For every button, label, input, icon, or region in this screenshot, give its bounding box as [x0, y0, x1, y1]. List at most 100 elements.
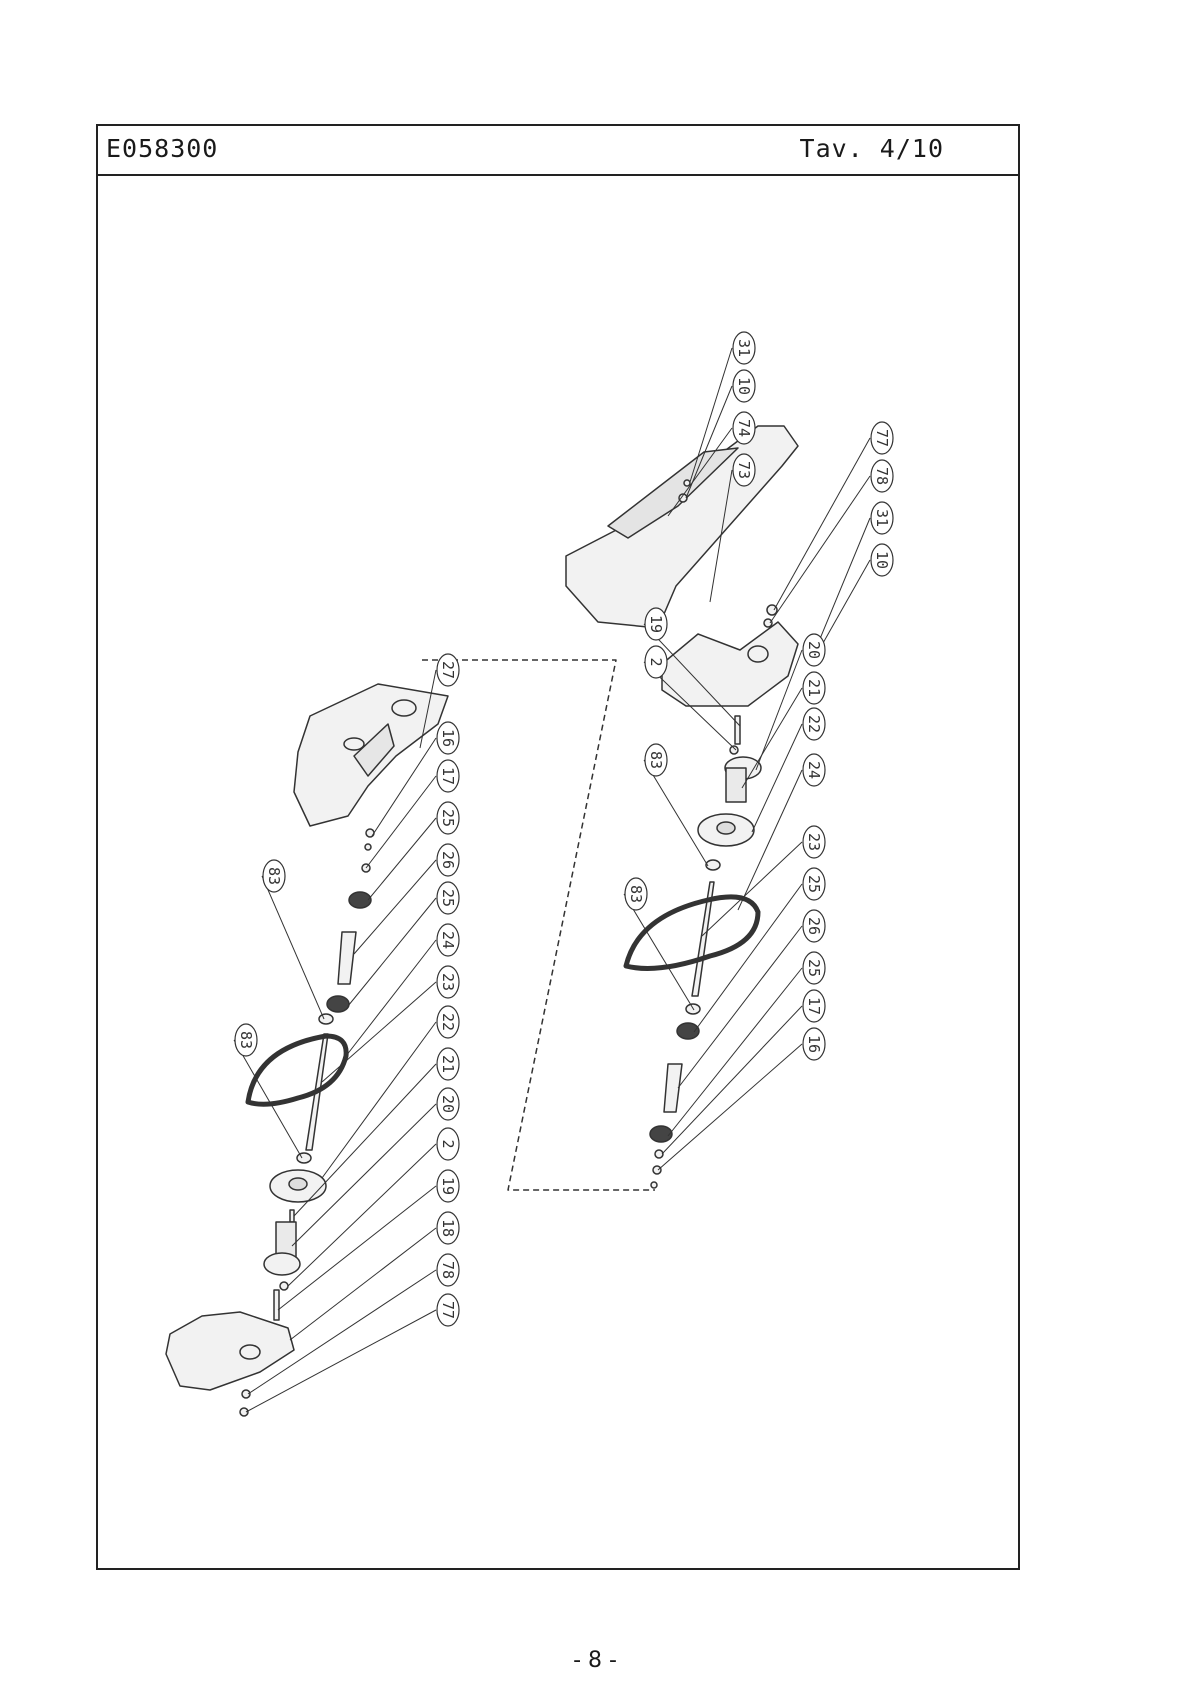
callout-circle: [436, 1127, 460, 1161]
callout-balloon: 21: [802, 671, 826, 705]
callout-circle: [802, 951, 826, 985]
callout-number: 17: [439, 767, 457, 785]
callout-number: 23: [805, 833, 823, 851]
lower-housing-part: [165, 1311, 295, 1391]
leader-line: [353, 859, 437, 955]
callout-balloon: 25: [802, 867, 826, 901]
bushing-body: [725, 767, 747, 803]
leader-line: [321, 1021, 437, 1179]
callout-circle: [802, 633, 826, 667]
callout-number: 26: [439, 851, 457, 869]
callout-circle: [802, 671, 826, 705]
bracket-hole: [343, 737, 365, 751]
leader-line: [737, 769, 803, 911]
callout-circle: [732, 411, 756, 445]
callout-balloon: 73: [732, 453, 756, 487]
callout-balloon: 19: [436, 1169, 460, 1203]
callout-circle: [802, 909, 826, 943]
callout-number: 26: [805, 917, 823, 935]
parts-svg: 3110747377783110192202122832423832526251…: [165, 331, 894, 1417]
washer-part: [678, 493, 688, 503]
callout-number: 25: [805, 875, 823, 893]
callout-circle: [436, 653, 460, 687]
callout-circle: [624, 877, 648, 911]
callout-balloon: 17: [802, 989, 826, 1023]
leader-line: [667, 427, 733, 517]
callout-balloon: 77: [870, 421, 894, 455]
leader-line: [755, 649, 803, 771]
housing-hole: [239, 1344, 261, 1360]
callout-balloon: 83: [234, 1023, 258, 1057]
callout-number: 83: [627, 885, 645, 903]
leader-line: [643, 759, 709, 867]
callout-circle: [802, 867, 826, 901]
leader-line: [233, 1039, 303, 1159]
leader-line: [677, 925, 803, 1089]
callout-circle: [802, 989, 826, 1023]
callout-number: 25: [805, 959, 823, 977]
callout-number: 2: [647, 657, 665, 666]
nut-part: [766, 604, 778, 616]
callout-number: 19: [647, 615, 665, 633]
bearing-part: [676, 1022, 700, 1040]
callout-balloon: 23: [436, 965, 460, 999]
callout-balloon: 20: [436, 1087, 460, 1121]
leader-line: [816, 517, 871, 647]
callout-balloon: 25: [436, 801, 460, 835]
callout-balloon: 78: [870, 459, 894, 493]
callout-balloon: 74: [732, 411, 756, 445]
callout-circle: [234, 1023, 258, 1057]
callout-number: 78: [873, 467, 891, 485]
leader-line: [345, 939, 437, 1057]
callout-number: 20: [439, 1095, 457, 1113]
callout-circle: [436, 759, 460, 793]
bearing-part: [649, 1125, 673, 1143]
callout-balloon: 77: [436, 1293, 460, 1327]
callout-circle: [802, 825, 826, 859]
callout-circle: [436, 1169, 460, 1203]
callout-circle: [732, 453, 756, 487]
callout-number: 77: [873, 429, 891, 447]
leader-line: [247, 1269, 437, 1395]
nut-part: [239, 1407, 249, 1417]
callout-number: 24: [439, 931, 457, 949]
callout-balloon: 21: [436, 1047, 460, 1081]
callout-number: 19: [439, 1177, 457, 1195]
callout-balloon: 10: [732, 369, 756, 403]
nut-part: [652, 1165, 662, 1175]
callout-circle: [436, 1087, 460, 1121]
washer-part: [241, 1389, 251, 1399]
callout-balloon: 83: [624, 877, 648, 911]
housing-hole: [747, 645, 769, 663]
callout-circle: [436, 801, 460, 835]
leader-line: [367, 817, 437, 901]
gear-housing-part: [661, 621, 799, 707]
leader-line: [643, 623, 741, 727]
callout-number: 22: [805, 715, 823, 733]
callout-circle: [436, 1005, 460, 1039]
callout-balloon: 2: [436, 1127, 460, 1161]
callout-balloon: 83: [262, 859, 286, 893]
guard-cover-slot: [607, 447, 739, 539]
callout-number: 83: [265, 867, 283, 885]
bearing-part: [348, 891, 372, 909]
callout-balloon: 19: [644, 607, 668, 641]
pin-part: [273, 1289, 280, 1321]
leader-line: [667, 967, 803, 1137]
callout-balloon: 22: [436, 1005, 460, 1039]
leader-line: [701, 841, 803, 937]
callout-number: 25: [439, 889, 457, 907]
callout-circle: [262, 859, 286, 893]
key-part: [729, 745, 739, 755]
leader-line: [365, 775, 437, 869]
spacer-tube-part: [663, 1063, 683, 1113]
callout-circle: [436, 1293, 460, 1327]
callout-number: 24: [805, 761, 823, 779]
callout-number: 73: [735, 461, 753, 479]
callout-balloon: 31: [732, 331, 756, 365]
callout-number: 83: [237, 1031, 255, 1049]
leader-line: [289, 1227, 437, 1341]
callout-number: 20: [805, 641, 823, 659]
callout-number: 21: [439, 1055, 457, 1073]
